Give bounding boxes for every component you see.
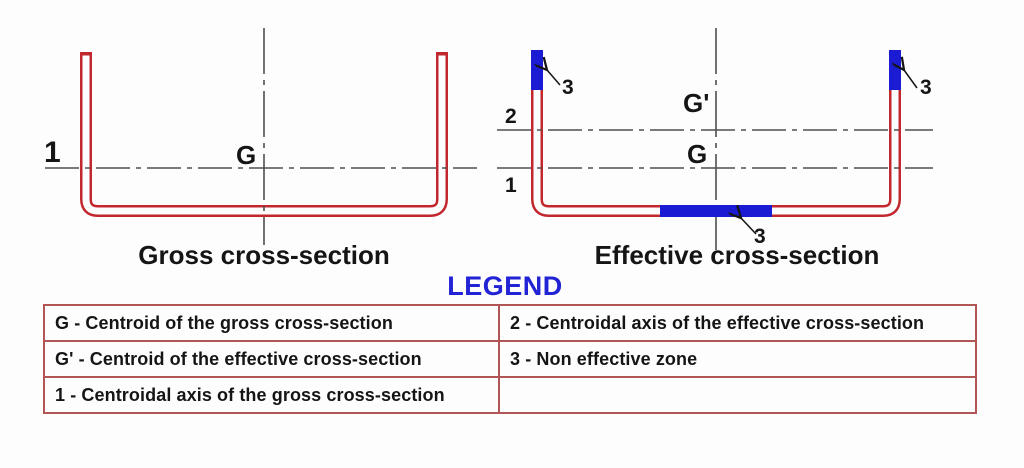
legend-table: G - Centroid of the gross cross-section …	[43, 304, 977, 414]
legend-cell-axis2: 2 - Centroidal axis of the effective cro…	[498, 304, 977, 342]
zone-label-left: 3	[562, 76, 574, 99]
zone-label-bottom: 3	[754, 225, 766, 248]
legend-cell-zone3: 3 - Non effective zone	[498, 340, 977, 378]
gross-cross-section-caption: Gross cross-section	[138, 240, 390, 270]
zone-leader-arrow-left	[547, 70, 561, 86]
legend-row: G' - Centroid of the effective cross-sec…	[43, 340, 977, 378]
effective-cross-section-group: 2 1 G' G 3 3 3	[497, 28, 933, 250]
legend-cell-g: G - Centroid of the gross cross-section	[43, 304, 500, 342]
non-effective-zone-left	[531, 50, 543, 90]
effective-axis-1-label: 1	[505, 174, 517, 197]
gross-cross-section-group: 1 G	[44, 28, 477, 245]
legend-title: LEGEND	[447, 271, 563, 301]
gross-centroid-label: G	[236, 140, 256, 170]
gross-axis-1-label: 1	[44, 136, 61, 169]
effective-cross-section-caption: Effective cross-section	[594, 240, 880, 270]
legend-cell-axis1: 1 - Centroidal axis of the gross cross-s…	[43, 376, 500, 414]
legend-cell-empty	[498, 376, 977, 414]
zone-leader-arrow-bottom	[741, 218, 757, 235]
effective-centroid-label: G'	[683, 88, 709, 118]
non-effective-zone-bottom	[660, 205, 772, 217]
legend-cell-g-prime: G' - Centroid of the effective cross-sec…	[43, 340, 500, 378]
non-effective-zone-right	[889, 50, 901, 90]
zone-label-right: 3	[920, 76, 932, 99]
effective-axis-2-label: 2	[505, 105, 517, 128]
gross-centroid-on-effective-label: G	[687, 139, 707, 169]
legend-row: G - Centroid of the gross cross-section …	[43, 304, 977, 342]
legend-row: 1 - Centroidal axis of the gross cross-s…	[43, 376, 977, 414]
zone-leader-arrow-right	[904, 70, 918, 89]
